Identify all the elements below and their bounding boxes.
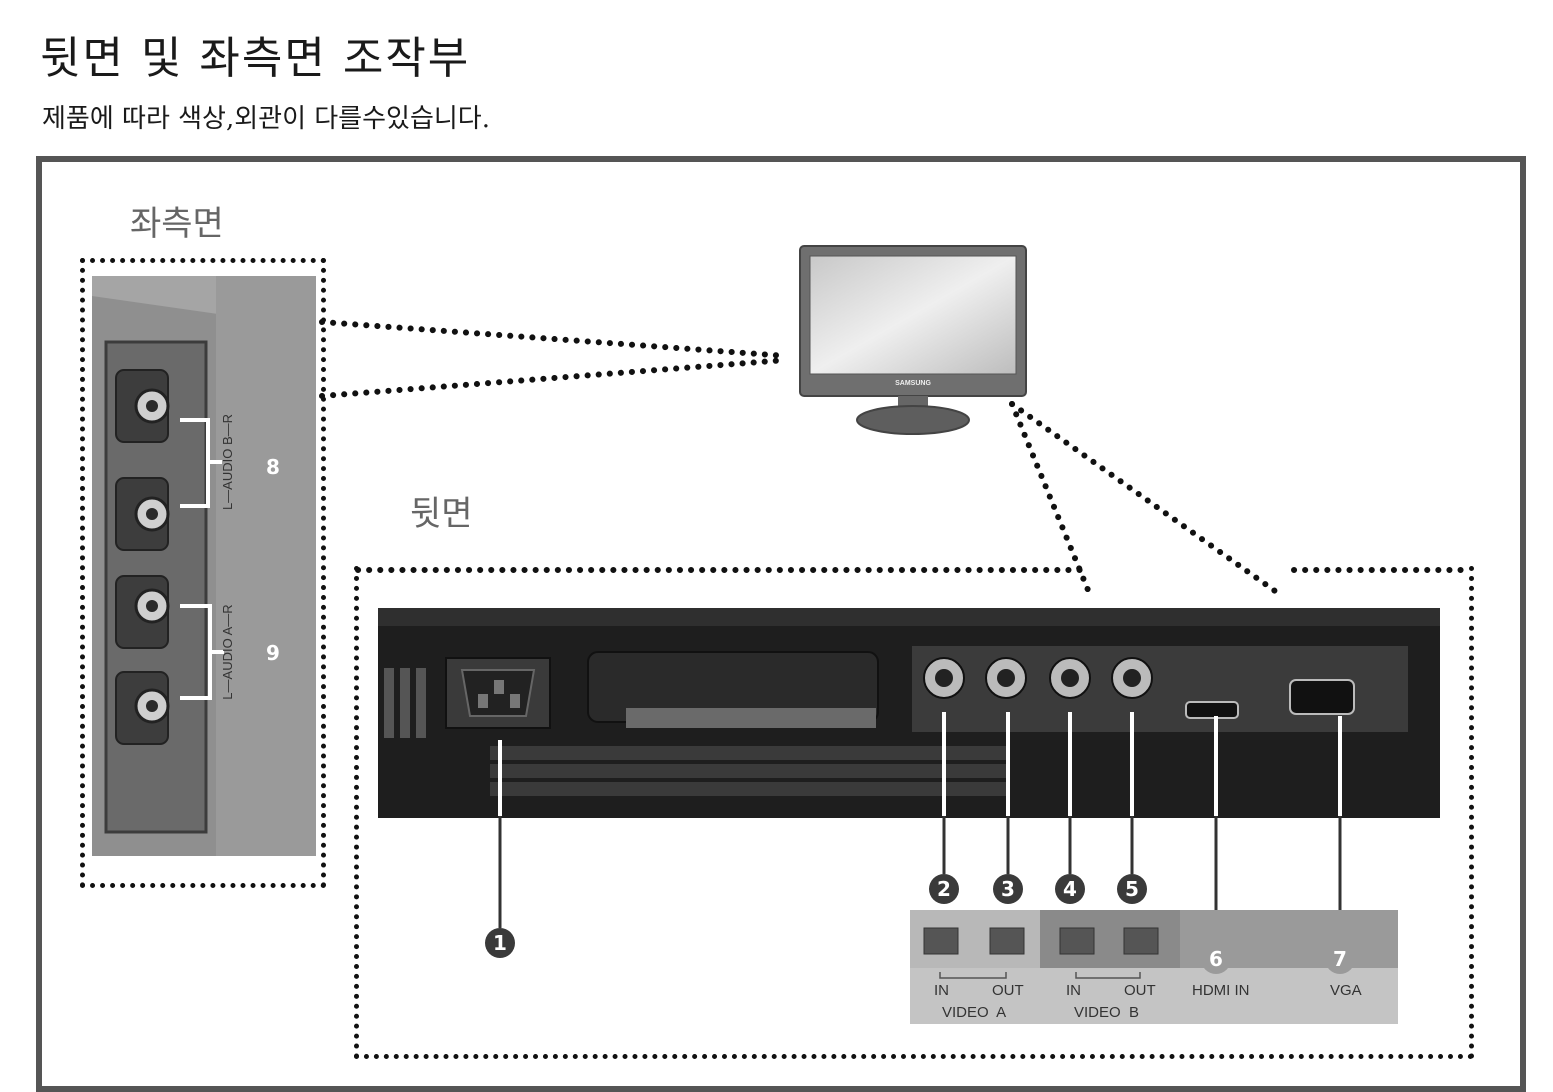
monitor-illustration: SAMSUNG	[799, 245, 1027, 435]
monitor-screen	[809, 255, 1017, 375]
label-vga: VGA	[1330, 982, 1362, 999]
page-title: 뒷면 및 좌측면 조작부	[40, 33, 471, 84]
callout-8: 8	[258, 452, 288, 482]
callout-6: 6	[1201, 944, 1231, 974]
label-video-a-in: IN	[934, 982, 949, 999]
callout-1: 1	[485, 928, 515, 958]
label-video-b-out: OUT	[1124, 982, 1156, 999]
callout-7: 7	[1325, 944, 1355, 974]
section-label-left-side: 좌측면	[130, 204, 224, 244]
section-label-rear: 뒷면	[410, 494, 473, 534]
side-panel-illustration: L—AUDIO B—R L—AUDIO A—R	[92, 276, 316, 856]
label-video-a-out: OUT	[992, 982, 1024, 999]
rear-panel-illustration	[378, 608, 1440, 818]
audio-a-label: L—AUDIO A—R	[220, 604, 235, 699]
callout-2: 2	[929, 874, 959, 904]
monitor-base	[856, 405, 970, 435]
callout-9: 9	[258, 638, 288, 668]
label-hdmi-in: HDMI IN	[1192, 982, 1250, 999]
rear-label-strip	[910, 910, 1398, 1024]
callout-4: 4	[1055, 874, 1085, 904]
page-subtitle: 제품에 따라 색상,외관이 다를수있습니다.	[42, 104, 490, 134]
audio-b-label: L—AUDIO B—R	[220, 414, 235, 510]
label-video-a: VIDEO A	[942, 1004, 1007, 1021]
connector-line-rear-right	[1009, 401, 1285, 599]
connector-line-side-bottom	[319, 357, 789, 399]
side-panel-box	[80, 258, 326, 888]
rear-panel-box	[354, 566, 1474, 1059]
diagram-frame	[36, 156, 1526, 1092]
rear-box-top-dots	[355, 567, 1469, 573]
callout-5: 5	[1117, 874, 1147, 904]
connector-line-rear-left	[1009, 401, 1091, 593]
callout-3: 3	[993, 874, 1023, 904]
monitor-brand: SAMSUNG	[895, 380, 931, 387]
connector-line-side-top	[319, 319, 789, 359]
label-video-b: VIDEO B	[1074, 1004, 1140, 1021]
label-video-b-in: IN	[1066, 982, 1081, 999]
